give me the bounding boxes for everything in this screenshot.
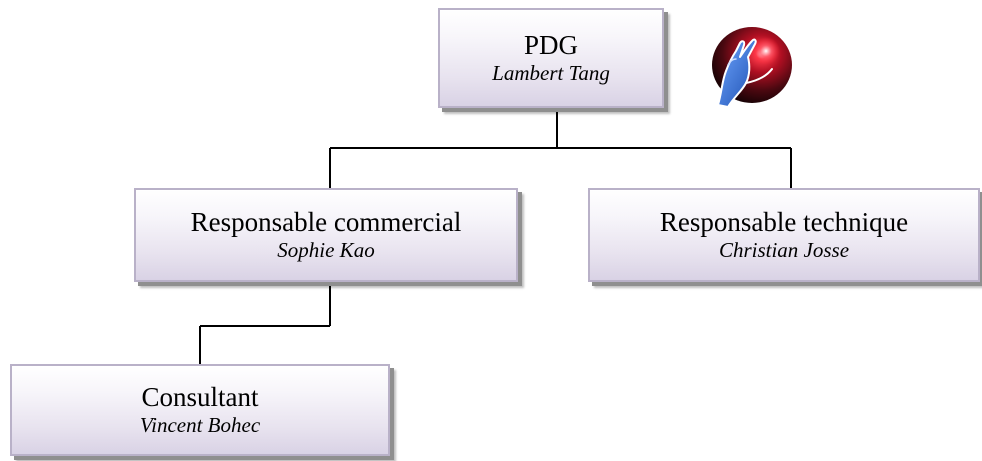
node-person: Lambert Tang [492, 61, 610, 85]
node-role: Responsable commercial [190, 207, 462, 237]
org-node-commercial: Responsable commercial Sophie Kao [134, 188, 518, 282]
node-role: Consultant [141, 382, 259, 412]
node-person: Vincent Bohec [139, 413, 261, 437]
node-role: Responsable technique [659, 207, 909, 237]
crystal-ball-hand-icon [712, 27, 792, 108]
org-node-technique: Responsable technique Christian Josse [588, 188, 980, 282]
node-person: Christian Josse [718, 238, 850, 262]
org-node-consultant: Consultant Vincent Bohec [10, 364, 390, 456]
node-person: Sophie Kao [277, 238, 375, 262]
org-node-pdg: PDG Lambert Tang [438, 8, 664, 108]
node-role: PDG [523, 30, 578, 60]
